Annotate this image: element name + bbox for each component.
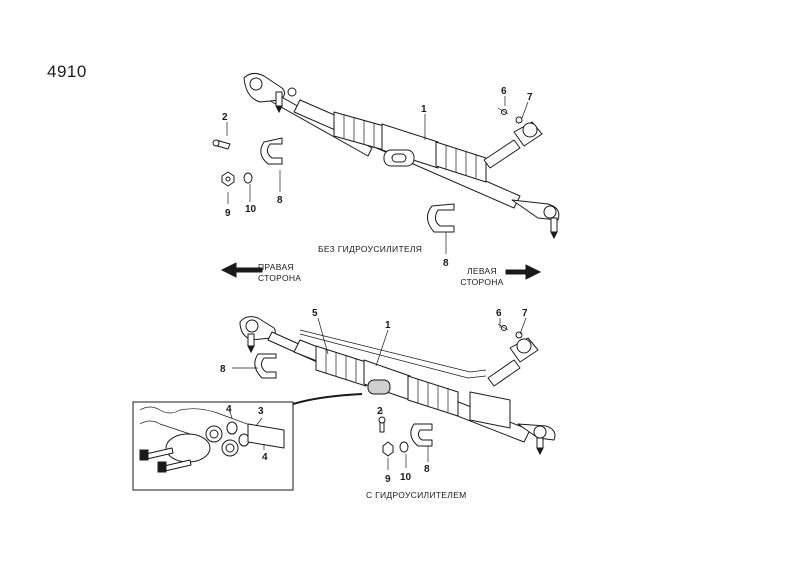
inset-plate-3 (247, 423, 285, 449)
callout-7-top: 7 (527, 92, 533, 103)
ps-right-tie-rod-end (239, 316, 276, 354)
arrow-right-icon (505, 264, 542, 280)
right-side-label-line1: ПРАВАЯ (258, 262, 294, 272)
callout-6-top: 6 (501, 86, 507, 97)
inset-bolts (139, 447, 192, 473)
power-steering-rack-assembly: 1 5 6 7 8 2 9 10 8 (220, 308, 556, 485)
callout-9-bottom: 9 (385, 474, 391, 485)
callout-10-top: 10 (245, 204, 257, 215)
ps-left-bellows-boot (407, 375, 459, 417)
callout-8-bottom-right: 8 (424, 464, 430, 475)
callout-9-top: 9 (225, 208, 231, 219)
clamp-bracket-left (260, 137, 283, 165)
inset-callout-4-upper: 4 (226, 404, 232, 415)
left-tie-rod-end (511, 199, 560, 240)
callout-8-top-left: 8 (277, 195, 283, 206)
callout-7-bottom: 7 (522, 308, 528, 319)
page-number: 4910 (47, 62, 87, 81)
inset-pointer-line (292, 393, 363, 405)
callout-1-top: 1 (421, 104, 427, 115)
left-side-label-line2: СТОРОНА (460, 277, 504, 287)
caption-with-power-steering: С ГИДРОУСИЛИТЕЛЕМ (366, 490, 467, 500)
ps-bolt-2 (378, 416, 386, 433)
inset-frame (132, 401, 294, 491)
ps-left-tie-rod-end (517, 423, 556, 456)
arrow-left-icon (220, 262, 263, 278)
ps-pinion-universal-joint (487, 323, 539, 387)
callout-5-bottom: 5 (312, 308, 318, 319)
ps-washer-10 (399, 441, 409, 453)
inset-callout-4-lower: 4 (262, 452, 268, 463)
callout-8-top-right: 8 (443, 258, 449, 269)
ps-nut-9 (382, 441, 394, 457)
ps-right-bellows-boot (315, 345, 367, 387)
ps-gear-housing (363, 359, 411, 401)
left-side-label-line1: ЛЕВАЯ (467, 266, 497, 276)
callout-2-top: 2 (222, 112, 228, 123)
steering-gear-housing (381, 123, 439, 169)
ps-clamp-bracket-left (254, 353, 277, 379)
callout-8-bottom-left: 8 (220, 364, 226, 375)
ps-clamp-bracket-right (410, 423, 433, 447)
washer-10 (243, 172, 253, 184)
pinion-universal-joint (483, 107, 543, 169)
inset-callout-3: 3 (258, 406, 264, 417)
ps-rubber-mount (367, 379, 391, 395)
right-tie-rod-end (243, 72, 297, 114)
inset-mount-plate (165, 433, 211, 463)
left-side-label: ЛЕВАЯ СТОРОНА (452, 266, 512, 288)
callout-10-bottom: 10 (400, 472, 412, 483)
clamp-bracket-right (427, 203, 455, 233)
callout-6-bottom: 6 (496, 308, 502, 319)
callout-2-bottom: 2 (377, 406, 383, 417)
manual-steering-rack-assembly: 1 2 6 7 8 8 9 10 (212, 72, 560, 269)
right-side-label: ПРАВАЯ СТОРОНА (258, 262, 318, 284)
ps-valve-body (469, 391, 511, 429)
mount-detail-inset: 4 3 4 (132, 393, 363, 491)
caption-without-power-steering: БЕЗ ГИДРОУСИЛИТЕЛЯ (318, 244, 423, 254)
callout-1-bottom: 1 (385, 320, 391, 331)
bolt-2 (212, 139, 231, 150)
left-bellows-boot (435, 141, 487, 183)
inset-washer-4-upper (226, 421, 238, 435)
right-side-label-line2: СТОРОНА (258, 273, 302, 283)
